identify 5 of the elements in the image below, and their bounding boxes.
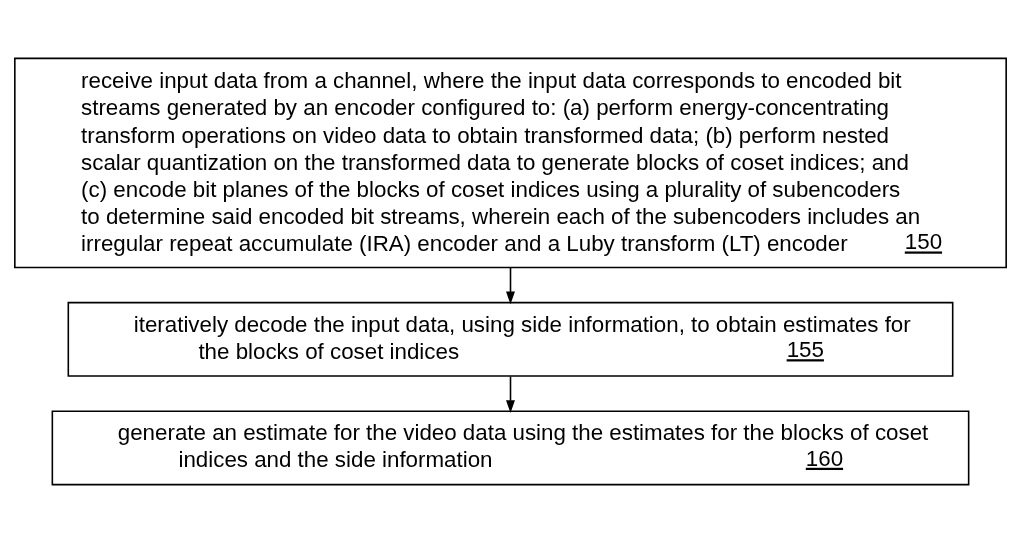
arrow [506, 375, 515, 413]
node-box: receive input data from a channel, where the input data corresponds to encoded bit streams generated by an encoder configured to: (a) perform energy-concentrating transform operations on video data to obtain transformed data; (b) perform nested scalar quantization on the transformed data to generate blocks of coset indices; and (c) encode bit planes of the blocks of coset indices using a plurality of subencoders to determine said encoded bit streams, wherein each of the subencoders includes an irregular repeat accumulate (IRA) encoder and a Luby transform (LT) encoder 150 [14, 57, 1007, 268]
node-box: generate an estimate for the video data using the estimates for the blocks of coset indices and the side information 160 [51, 409, 970, 485]
node-box: iteratively decode the input data, using side information, to obtain estimates for the blocks of coset indices 155 [67, 301, 954, 377]
arrow [506, 266, 515, 304]
